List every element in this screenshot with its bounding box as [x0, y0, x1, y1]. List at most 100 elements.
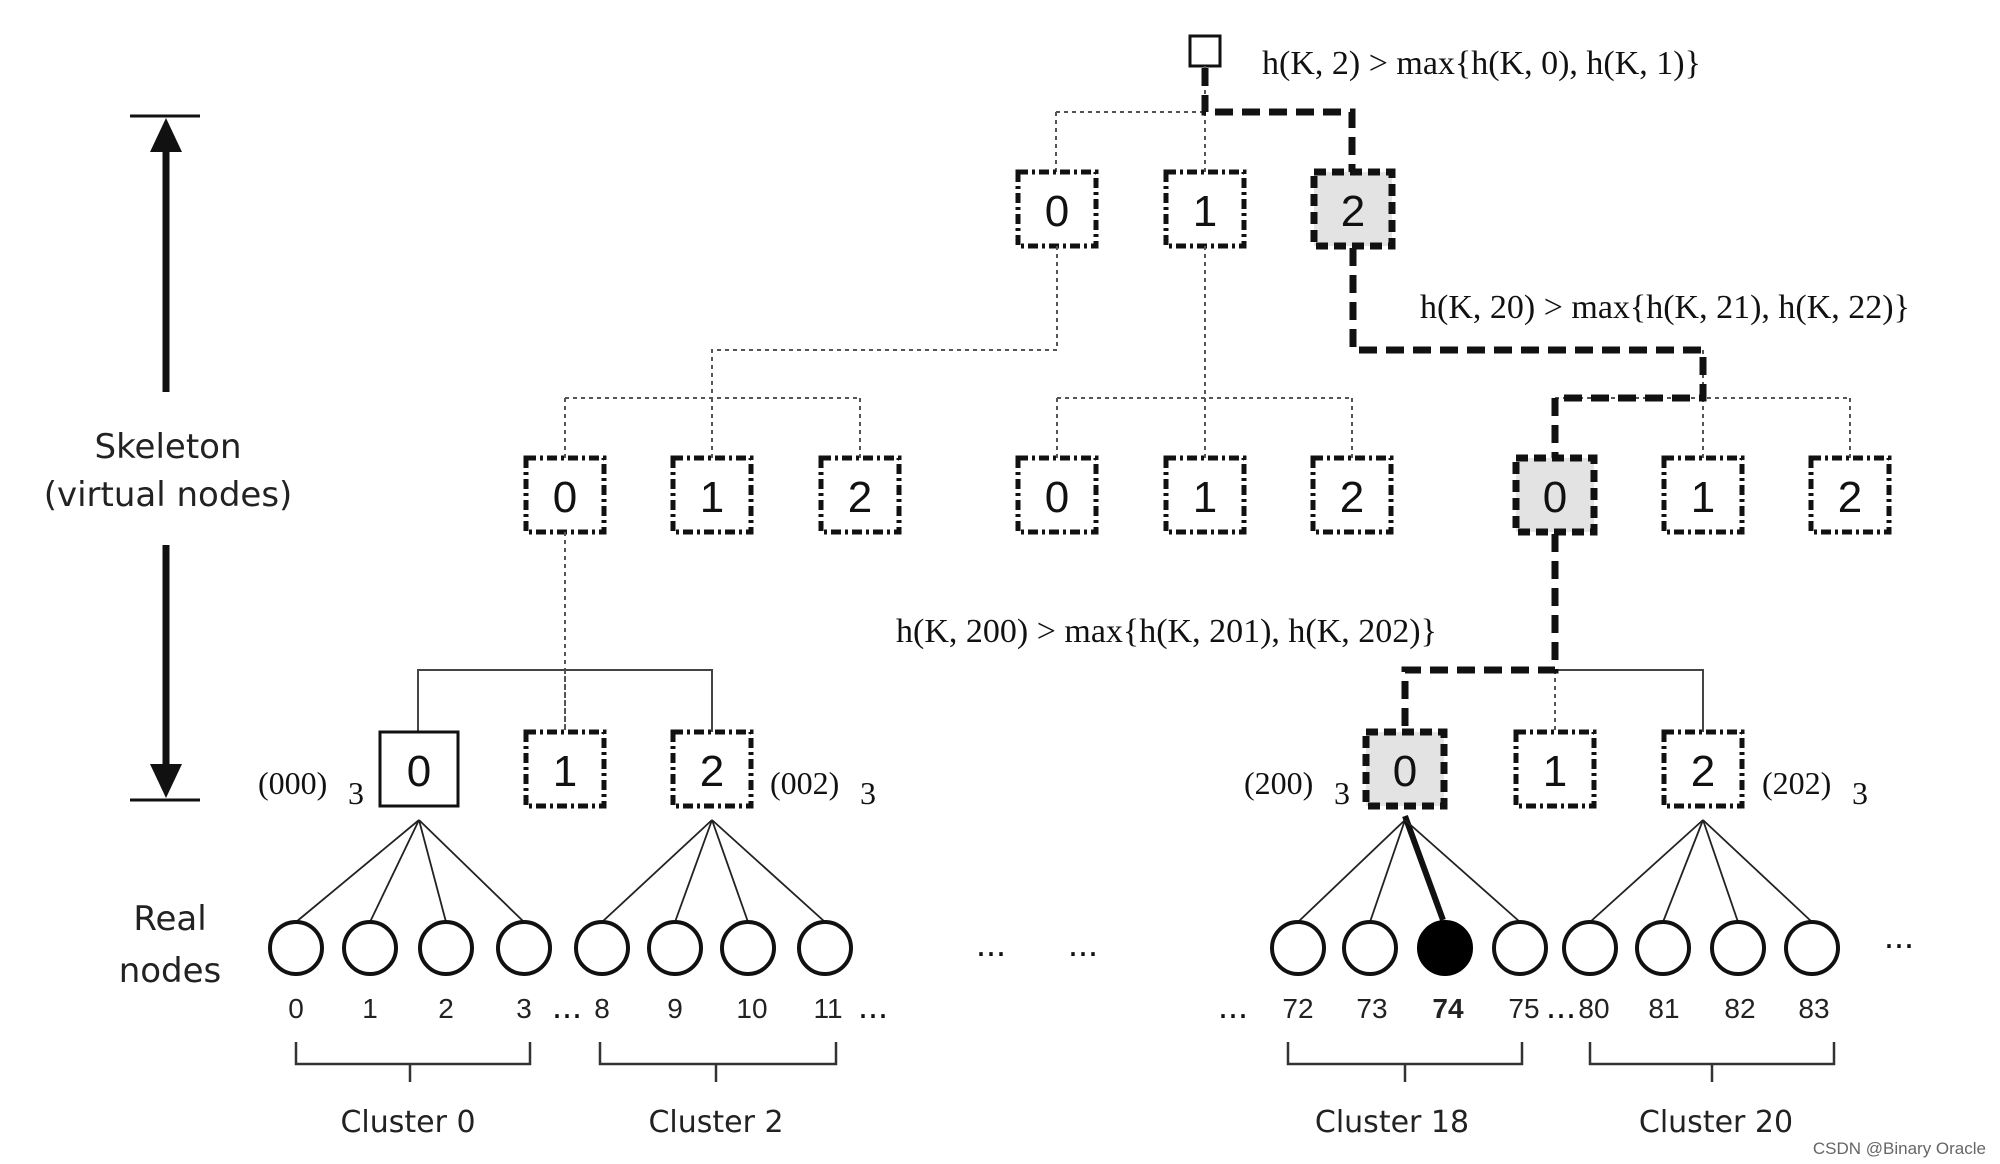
real-node [1710, 920, 1766, 976]
real-node-id: 1 [362, 993, 378, 1024]
level3-digit: 2 [1691, 747, 1715, 796]
svg-text:(200): (200) [1244, 765, 1313, 801]
real-node [647, 920, 703, 976]
real-node [1270, 920, 1326, 976]
level2-node-20-highlighted: 0 [1512, 454, 1598, 536]
level1-connectors [564, 246, 1851, 458]
svg-text:(002): (002) [770, 765, 839, 801]
ellipsis: ... [858, 985, 888, 1026]
level2-digit: 0 [553, 473, 577, 522]
real-node-id: 10 [736, 993, 767, 1024]
formula-level2: h(K, 200) > max{h(K, 201), h(K, 202)} [896, 613, 1437, 650]
skeleton-range-arrow [130, 114, 200, 802]
level3-digit: 1 [553, 747, 577, 796]
real-node-id: 75 [1508, 993, 1539, 1024]
svg-text:(202): (202) [1762, 765, 1831, 801]
level3-node-202: 2 [1661, 729, 1745, 809]
real-node [797, 920, 853, 976]
real-node-edges [295, 814, 1813, 923]
cluster-20-nodes: 80 81 82 83 [1562, 920, 1840, 1024]
level3-digit: 1 [1543, 747, 1567, 796]
level3-node-002: 2 [670, 729, 754, 809]
level3-digit: 0 [407, 747, 431, 796]
level1-digit: 2 [1341, 187, 1365, 236]
svg-text:3: 3 [348, 775, 364, 811]
root-node [1188, 34, 1222, 68]
real-node [574, 920, 630, 976]
level2-digit: 2 [848, 473, 872, 522]
level2-digit: 2 [1340, 473, 1364, 522]
cluster-18-nodes: 72 73 74 75 [1270, 920, 1548, 1024]
real-node [1342, 920, 1398, 976]
svg-text:3: 3 [1852, 775, 1868, 811]
code-200: (200) 3 [1244, 765, 1350, 811]
level1-digit: 1 [1193, 187, 1217, 236]
selected-node-id: 74 [1432, 993, 1464, 1024]
formula-root: h(K, 2) > max{h(K, 0), h(K, 1)} [1262, 45, 1701, 82]
real-node-id: 82 [1724, 993, 1755, 1024]
cluster-label: Cluster 2 [648, 1105, 783, 1140]
level2-node-11: 1 [1163, 455, 1247, 535]
real-nodes-label: Real [133, 899, 206, 939]
level2-digit: 1 [700, 473, 724, 522]
code-000: (000) 3 [258, 765, 364, 811]
real-node [1562, 920, 1618, 976]
real-node-id: 81 [1648, 993, 1679, 1024]
svg-text:3: 3 [860, 775, 876, 811]
level3-digit: 0 [1393, 747, 1417, 796]
level2-node-10: 0 [1015, 455, 1099, 535]
cluster-label: Cluster 0 [340, 1105, 475, 1140]
ellipsis: ... [1546, 985, 1576, 1026]
level3-node-000: 0 [378, 730, 460, 808]
level3-node-200-highlighted: 0 [1362, 728, 1448, 810]
real-node-id: 73 [1356, 993, 1387, 1024]
level1-node-1: 1 [1163, 169, 1247, 249]
real-node [1784, 920, 1840, 976]
level3-node-201: 1 [1513, 729, 1597, 809]
level2-node-02: 2 [818, 455, 902, 535]
level2-node-12: 2 [1310, 455, 1394, 535]
real-node-id: 3 [516, 993, 532, 1024]
real-node-id: 2 [438, 993, 454, 1024]
level2-digit: 1 [1691, 473, 1715, 522]
level2-digit: 2 [1838, 473, 1862, 522]
real-node [496, 920, 552, 976]
svg-text:3: 3 [1334, 775, 1350, 811]
watermark: CSDN @Binary Oracle [1813, 1139, 1986, 1158]
root-connectors [1055, 66, 1356, 172]
level2-connectors [417, 532, 1704, 732]
level1-node-0: 0 [1015, 169, 1099, 249]
real-node [342, 920, 398, 976]
code-202: (202) 3 [1762, 765, 1868, 811]
formula-level1: h(K, 20) > max{h(K, 21), h(K, 22)} [1420, 289, 1910, 326]
real-node [418, 920, 474, 976]
real-node-id: 9 [667, 993, 683, 1024]
level1-node-2-highlighted: 2 [1310, 168, 1396, 250]
ellipsis: ... [552, 985, 582, 1026]
real-node [1635, 920, 1691, 976]
real-node [1492, 920, 1548, 976]
level2-node-22: 2 [1808, 455, 1892, 535]
level2-node-21: 1 [1661, 455, 1745, 535]
level2-digit: 0 [1543, 473, 1567, 522]
cluster-braces [294, 1042, 1836, 1082]
level2-digit: 0 [1045, 473, 1069, 522]
real-node-id: 72 [1282, 993, 1313, 1024]
real-node [268, 920, 324, 976]
real-nodes-sublabel: nodes [119, 951, 222, 991]
real-node-id: 0 [288, 993, 304, 1024]
real-node-id: 83 [1798, 993, 1829, 1024]
ellipsis: ... [1218, 985, 1248, 1026]
cluster-label: Cluster 18 [1315, 1105, 1469, 1140]
ellipsis: ... [1884, 915, 1914, 956]
real-node-id: 11 [813, 993, 842, 1024]
level2-node-00: 0 [523, 455, 607, 535]
cluster-label: Cluster 20 [1639, 1105, 1793, 1140]
level3-digit: 2 [700, 747, 724, 796]
real-node [720, 920, 776, 976]
code-002: (002) 3 [770, 765, 876, 811]
cluster-0-nodes: 0 1 2 3 [268, 920, 552, 1024]
level2-node-01: 1 [670, 455, 754, 535]
ellipsis: ... [1068, 923, 1098, 964]
